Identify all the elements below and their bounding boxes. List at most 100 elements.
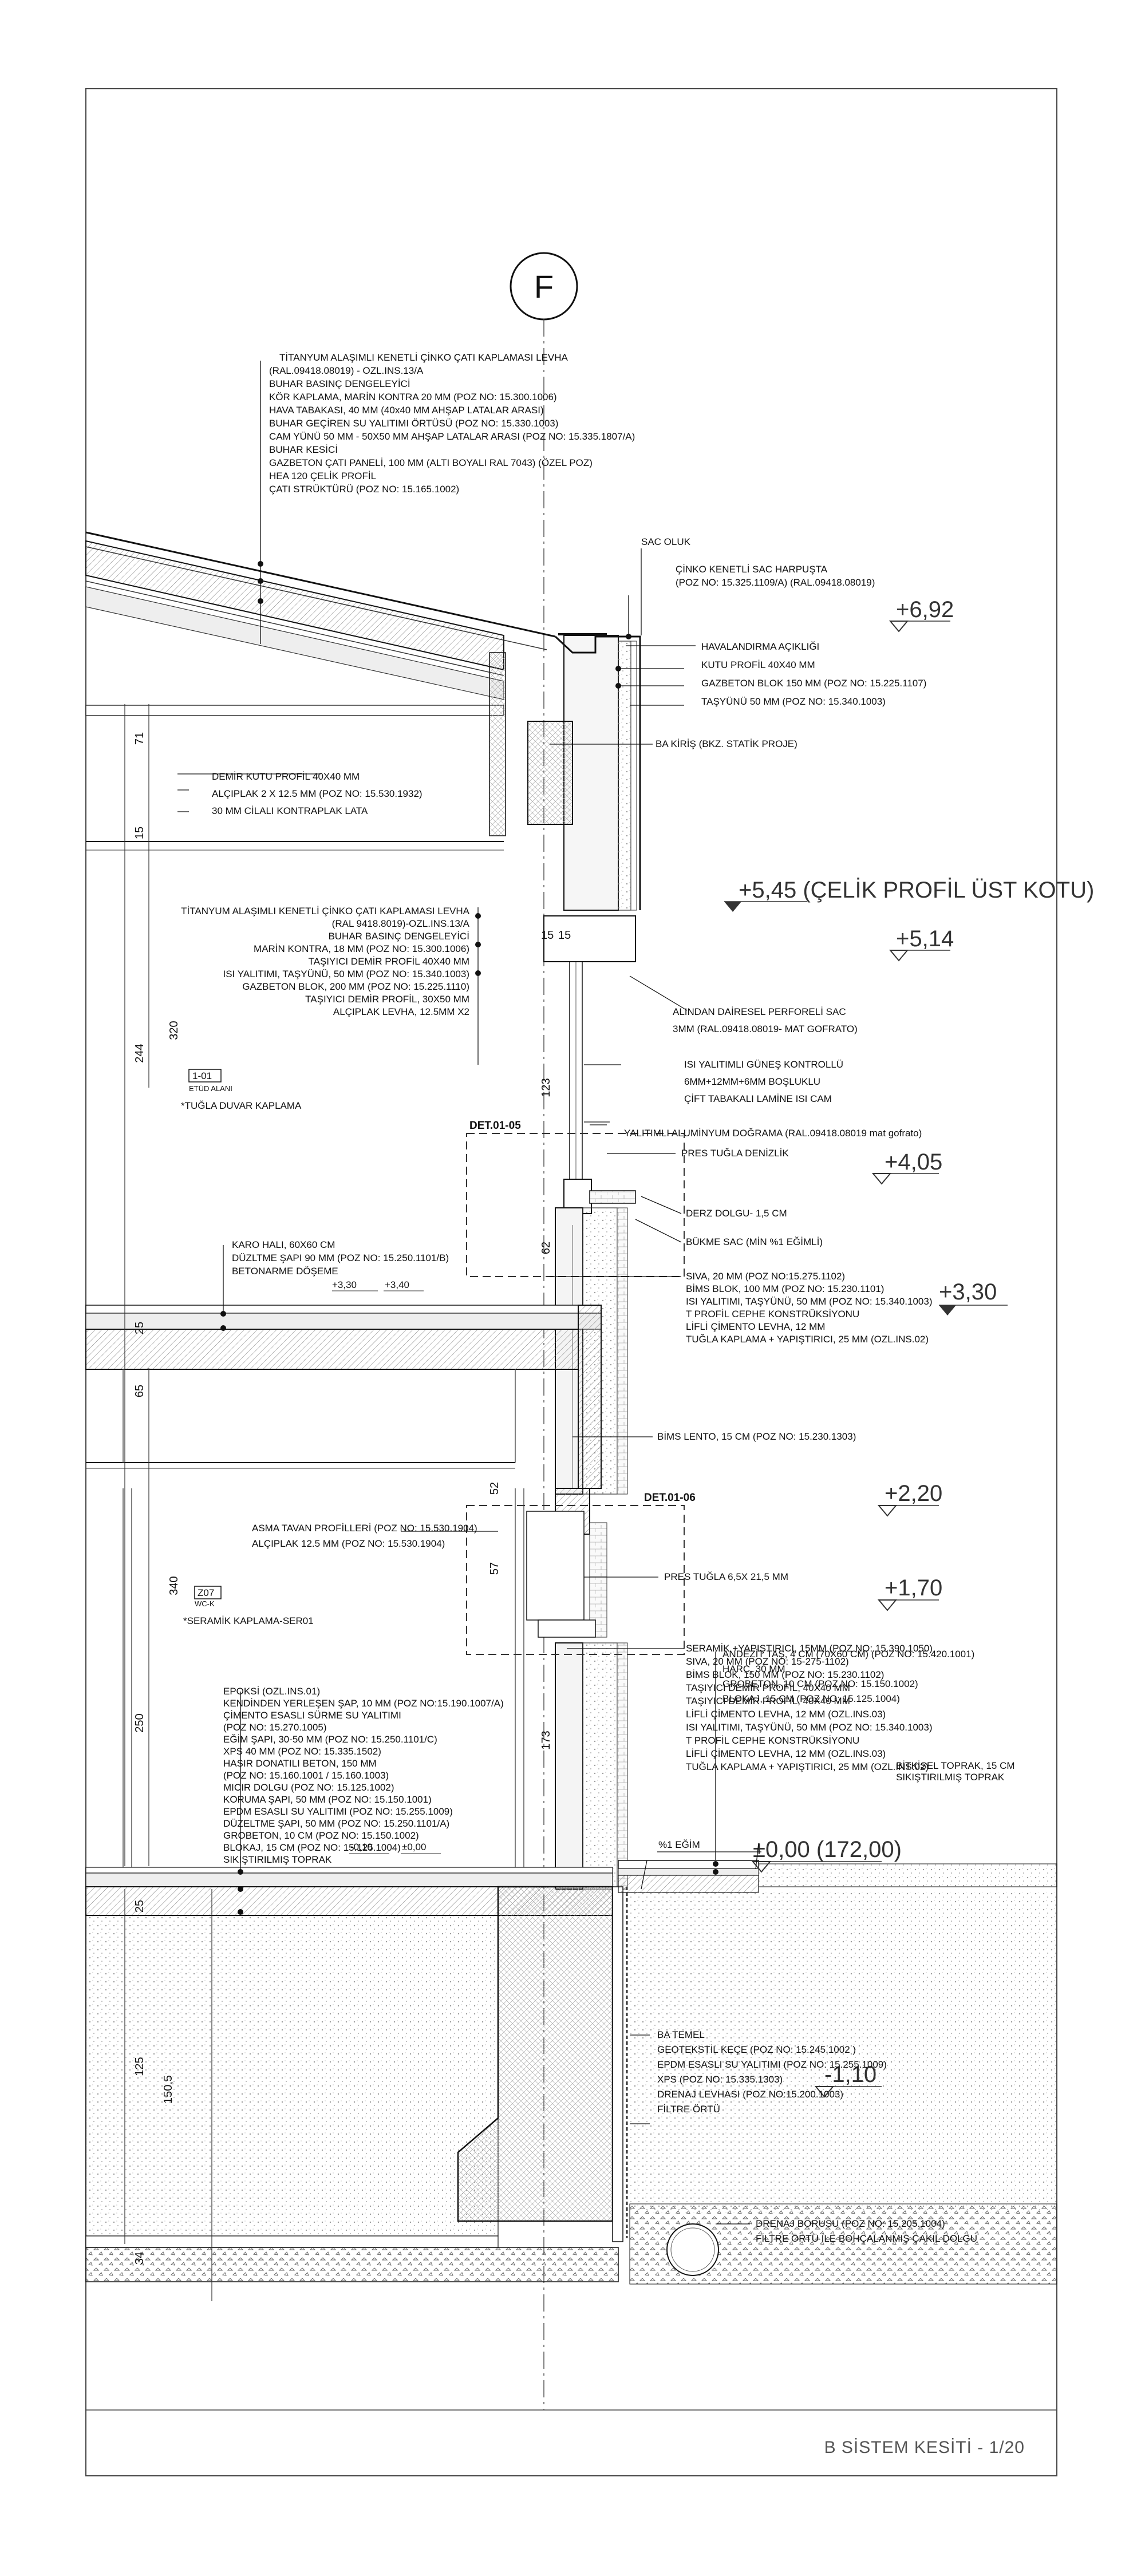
dim-57: 57 <box>488 1562 501 1575</box>
room-tag-1 <box>188 1069 222 1082</box>
roof-notes-line: HAVA TABAKASI, 40 MM (40x40 MM AHŞAP LAT… <box>269 405 544 416</box>
ground-floor-notes-line: DÜZELTME ŞAPI, 50 MM (POZ NO: 15.250.110… <box>223 1818 449 1829</box>
wall-notes-mid-line: LİFLİ ÇİMENTO LEVHA, 12 MM <box>686 1321 825 1332</box>
dim-25b: 25 <box>133 1900 146 1913</box>
dograma-label: YALITIMLI ALUMİNYUM DOĞRAMA (RAL.09418.0… <box>624 1128 922 1139</box>
ground-floor-notes-line: EĞİM ŞAPI, 30-50 MM (POZ NO: 15.250.1101… <box>223 1734 437 1745</box>
floor1-notes-line: KARO HALI, 60X60 CM <box>232 1239 335 1250</box>
parapet-notes-line: HAVALANDIRMA AÇIKLIĞI <box>701 641 819 652</box>
dim-244: 244 <box>133 1044 146 1062</box>
foundation-notes-line: GEOTEKSTİL KEÇE (POZ NO: 15.245.1002 ) <box>657 2044 856 2055</box>
harpusta-notes-line: (POZ NO: 15.325.1109/A) (RAL.09418.08019… <box>676 577 875 588</box>
ba-beam <box>527 721 573 825</box>
dim-62: 62 <box>540 1242 552 1254</box>
leader-lines <box>177 361 761 2225</box>
roof-notes-line: BUHAR KESİCİ <box>269 444 338 455</box>
wall-notes-upper-line: TİTANYUM ALAŞIMLI KENETLİ ÇİNKO ÇATI KAP… <box>181 906 469 916</box>
dim-15a: 15 <box>133 827 146 839</box>
dimension-chain <box>124 704 212 2301</box>
foundation-notes-line: FİLTRE ÖRTÜ <box>657 2104 720 2115</box>
wall-notes-upper-line: ALÇIPLAK LEVHA, 12.5MM X2 <box>333 1006 469 1017</box>
level-marker-000: ±0,00 (172,00) <box>751 1837 902 1873</box>
detail-box-2 <box>466 1505 685 1655</box>
roof-notes-line: (RAL.09418.08019) - OZL.INS.13/A <box>269 365 424 376</box>
harpusta-notes: ÇİNKO KENETLİ SAC HARPUŞTA (POZ NO: 15.32… <box>676 564 875 588</box>
paving-notes-line: ANDEZİT TAŞ, 4 CM (70X60 CM) (POZ NO: 15… <box>722 1649 974 1660</box>
wall-notes-mid: SIVA, 20 MM (POZ NO:15.275.1102)BİMS BLO… <box>686 1271 933 1345</box>
ground-floor-notes-line: KORUMA ŞAPI, 50 MM (POZ NO: 15.150.1001) <box>223 1794 432 1805</box>
roof-notes-line: TİTANYUM ALAŞIMLI KENETLİ ÇİNKO ÇATI KAP… <box>279 352 568 363</box>
floor1-notes-line: DÜZLTME ŞAPI 90 MM (POZ NO: 15.250.1101/… <box>232 1253 449 1263</box>
ground-floor-notes-line: SIKIŞTIRILMIŞ TOPRAK <box>223 1854 332 1865</box>
ground-floor-notes-line: EPDM ESASLI SU YALITIMI (POZ NO: 15.255.… <box>223 1806 453 1817</box>
slab-level-010: -0,10 <box>349 1842 389 1854</box>
parapet-notes: HAVALANDIRMA AÇIKLIĞI KUTU PROFİL 40X40 M… <box>701 641 926 707</box>
level-marker-405: +4,05 <box>871 1149 942 1185</box>
dim-250: 250 <box>133 1713 146 1732</box>
dim-25a: 25 <box>133 1322 146 1334</box>
wall-notes-low-line: ISI YALITIMI, TAŞYÜNÜ, 50 MM (POZ NO: 15… <box>686 1722 933 1733</box>
svg-text:+3,30: +3,30 <box>332 1279 357 1290</box>
drain-notes: DRENAJ BORUSU (POZ NO: 15.205.1004)FİLTR… <box>756 2218 977 2244</box>
wall-lower <box>555 1642 628 1890</box>
wall-notes-low-line: TUĞLA KAPLAMA + YAPIŞTIRICI, 25 MM (OZL.… <box>686 1761 929 1772</box>
ground-floor-notes-line: BLOKAJ, 15 CM (POZ NO: 15.125.1004) <box>223 1842 401 1853</box>
perfore-notes-line: 3MM (RAL.09418.08019- MAT GOFRATO) <box>673 1024 858 1034</box>
svg-text:+3,30: +3,30 <box>939 1279 997 1305</box>
dim-52: 52 <box>488 1482 501 1495</box>
leader-dots <box>220 561 718 1915</box>
slope-label: %1 EĞİM <box>658 1839 700 1850</box>
wall-notes-low-line: TAŞIYICI DEMİR PROFİL, 40X40 MM <box>686 1696 850 1706</box>
dim-123: 123 <box>540 1078 552 1097</box>
ba-kiris-label: BA KİRİŞ (BKZ. STATİK PROJE) <box>656 738 797 749</box>
ground-floor-notes-line: XPS 40 MM (POZ NO: 15.335.1502) <box>223 1746 381 1757</box>
ground-floor-notes: EPOKSİ (OZL.INS.01)KENDİNDEN YERLEŞEN ŞA… <box>223 1686 504 1865</box>
paving-notes-line: BLOKAJ, 15 CM (POZ NO: 15.125.1004) <box>722 1693 900 1704</box>
detail-label-1: DET.01-05 <box>469 1120 521 1132</box>
wall-notes-low-line: TAŞIYICI DEMİR PROFİL, 40X40 MM <box>686 1682 850 1693</box>
level-marker-514: +5,14 <box>889 926 954 962</box>
roof-notes-line: BUHAR BASINÇ DENGELEYİCİ <box>269 378 410 389</box>
dim-71: 71 <box>133 732 146 745</box>
roof-notes-line: KÖR KAPLAMA, MARİN KONTRA 20 MM (POZ NO:… <box>269 392 557 402</box>
glass-notes: ISI YALITIMLI GÜNEŞ KONTROLLÜ6MM+12MM+6M… <box>684 1059 843 1104</box>
dim-15b: 15 <box>541 929 554 942</box>
wall-notes-mid-line: BİMS BLOK, 100 MM (POZ NO: 15.230.1101) <box>686 1283 884 1294</box>
room-code-2: Z07 <box>198 1587 214 1598</box>
suspended-ceiling <box>86 1369 516 1469</box>
roof-notes-line: ÇATI STRÜKTÜRÜ (POZ NO: 15.165.1002) <box>269 484 459 495</box>
pres-denizlik-label: PRES TUĞLA DENİZLİK <box>681 1148 789 1159</box>
parapet-notes-line: KUTU PROFİL 40X40 MM <box>701 659 815 670</box>
svg-text:+3,40: +3,40 <box>385 1279 409 1290</box>
svg-text:+6,92: +6,92 <box>896 597 954 622</box>
harpusta-notes-line: ÇİNKO KENETLİ SAC HARPUŞTA <box>676 564 828 575</box>
ground-floor-notes-line: (POZ NO: 15.160.1001 / 15.160.1003) <box>223 1770 389 1781</box>
glass-notes-line: 6MM+12MM+6MM BOŞLUKLU <box>684 1076 820 1087</box>
derz-label: DERZ DOLGU- 1,5 CM <box>686 1208 787 1219</box>
soffit-notes-line: DEMİR KUTU PROFİL 40X40 MM <box>212 771 360 782</box>
ground-floor-notes-line: (POZ NO: 15.270.1005) <box>223 1722 326 1733</box>
ground-slab <box>85 1867 619 2282</box>
ground-floor-notes-line: HASIR DONATILI BETON, 150 MM <box>223 1758 377 1769</box>
floor1-notes-line: BETONARME DÖŞEME <box>232 1266 338 1277</box>
dim-320: 320 <box>168 1021 180 1040</box>
room-note-1: *TUĞLA DUVAR KAPLAMA <box>181 1100 302 1111</box>
wall-notes-upper-line: BUHAR BASINÇ DENGELEYİCİ <box>328 931 469 942</box>
slab-level-330: +3,30 <box>332 1279 378 1291</box>
drawing-title: B SİSTEM KESİTİ - 1/20 <box>824 2438 1025 2457</box>
room-tag-2 <box>194 1586 222 1599</box>
soffit-notes-line: ALÇIPLAK 2 X 12.5 MM (POZ NO: 15.530.193… <box>212 788 423 799</box>
foundation-notes-line: EPDM ESASLI SU YALITIMI (POZ NO: 15.255.… <box>657 2059 887 2070</box>
lower-window <box>526 1488 607 1638</box>
wall-notes-mid-line: SIVA, 20 MM (POZ NO:15.275.1102) <box>686 1271 845 1282</box>
ground-floor-notes-line: GROBETON, 10 CM (POZ NO: 15.150.1002) <box>223 1830 419 1841</box>
wall-notes-upper-line: (RAL 9418.8019)-OZL.INS.13/A <box>332 918 470 929</box>
parapet <box>527 633 641 962</box>
level-marker-m110: -1,10 <box>814 2062 882 2098</box>
svg-text:-0,10: -0,10 <box>350 1842 373 1852</box>
sac-oluk-label: SAC OLUK <box>641 536 691 547</box>
first-floor-slab <box>85 1305 602 1489</box>
ground-floor-notes-line: ÇİMENTO ESASLI SÜRME SU YALITIMI <box>223 1710 401 1721</box>
